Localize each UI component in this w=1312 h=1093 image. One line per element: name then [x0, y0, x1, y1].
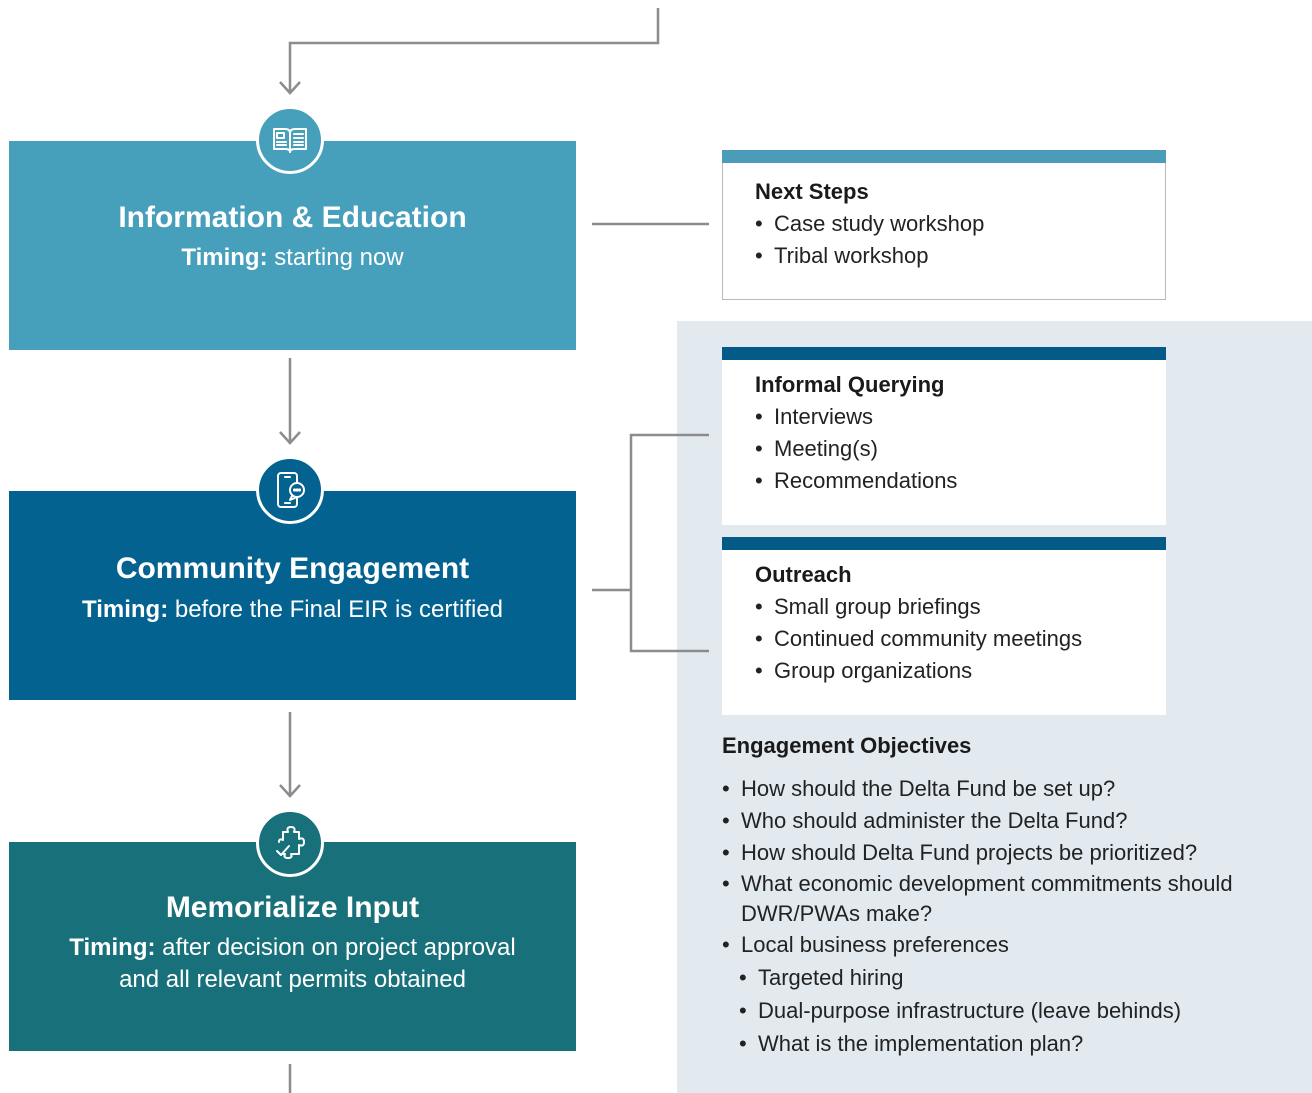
objective-item: How should Delta Fund projects be priori… — [722, 837, 1302, 869]
timing-label: Timing: — [181, 244, 268, 271]
stage-timing: Timing: after decision on project approv… — [9, 932, 576, 996]
top-connector — [288, 8, 660, 93]
timing-text-line1: after decision on project approval — [162, 934, 516, 961]
engagement-objectives: Engagement Objectives How should the Del… — [722, 733, 1302, 1060]
card-title: Outreach — [755, 562, 852, 587]
arrow-head-1 — [279, 81, 301, 95]
list-item: Case study workshop — [755, 208, 1165, 240]
card-list: Interviews Meeting(s) Recommendations — [755, 401, 1166, 497]
card-accent-bar — [722, 537, 1166, 550]
card-accent-bar — [722, 150, 1166, 163]
stage-title: Community Engagement — [115, 552, 470, 585]
card-list: Case study workshop Tribal workshop — [755, 208, 1165, 272]
card-list: Small group briefings Continued communit… — [755, 591, 1166, 687]
arrow-head-2 — [279, 431, 301, 445]
objectives-title: Engagement Objectives — [722, 733, 972, 758]
objective-sub-item: Dual-purpose infrastructure (leave behin… — [739, 994, 1302, 1027]
connector-engagement-bracket — [629, 433, 709, 653]
objective-item: What economic development commitments sh… — [722, 869, 1241, 929]
list-item: Meeting(s) — [755, 433, 1166, 465]
card-accent-bar — [722, 347, 1166, 360]
timing-text: starting now — [274, 244, 404, 271]
card-title: Informal Querying — [755, 372, 945, 397]
list-item: Interviews — [755, 401, 1166, 433]
timing-text: before the Final EIR is certified — [174, 596, 504, 623]
stage-timing: Timing: before the Final EIR is certifie… — [9, 594, 576, 626]
list-item: Recommendations — [755, 465, 1166, 497]
puzzle-piece-icon — [256, 809, 324, 877]
objective-item: Who should administer the Delta Fund? — [722, 805, 1302, 837]
list-item: Continued community meetings — [755, 623, 1166, 655]
objective-sub-item: What is the implementation plan? — [739, 1027, 1302, 1060]
objectives-list: How should the Delta Fund be set up? Who… — [722, 773, 1302, 1060]
list-item: Tribal workshop — [755, 240, 1165, 272]
objective-item: Local business preferences — [722, 929, 1302, 961]
timing-text-line2: and all relevant permits obtained — [119, 966, 466, 993]
stage-community-engagement: Community Engagement Timing: before the … — [9, 491, 576, 700]
stage-title: Memorialize Input — [165, 891, 420, 924]
stage-information-education: Information & Education Timing: starting… — [9, 141, 576, 350]
card-outreach: Outreach Small group briefings Continued… — [722, 537, 1166, 715]
stage-title: Information & Education — [118, 201, 467, 234]
timing-label: Timing: — [69, 934, 156, 961]
stage-timing: Timing: starting now — [9, 242, 576, 274]
book-icon — [256, 106, 324, 174]
list-item: Group organizations — [755, 655, 1166, 687]
card-informal-querying: Informal Querying Interviews Meeting(s) … — [722, 347, 1166, 525]
phone-chat-icon — [256, 456, 324, 524]
timing-label: Timing: — [81, 596, 169, 623]
objective-item: How should the Delta Fund be set up? — [722, 773, 1302, 805]
objective-sub-item: Targeted hiring — [739, 961, 1302, 994]
card-title: Next Steps — [755, 179, 869, 204]
card-next-steps: Next Steps Case study workshop Tribal wo… — [722, 150, 1166, 300]
arrow-head-3 — [279, 784, 301, 798]
list-item: Small group briefings — [755, 591, 1166, 623]
